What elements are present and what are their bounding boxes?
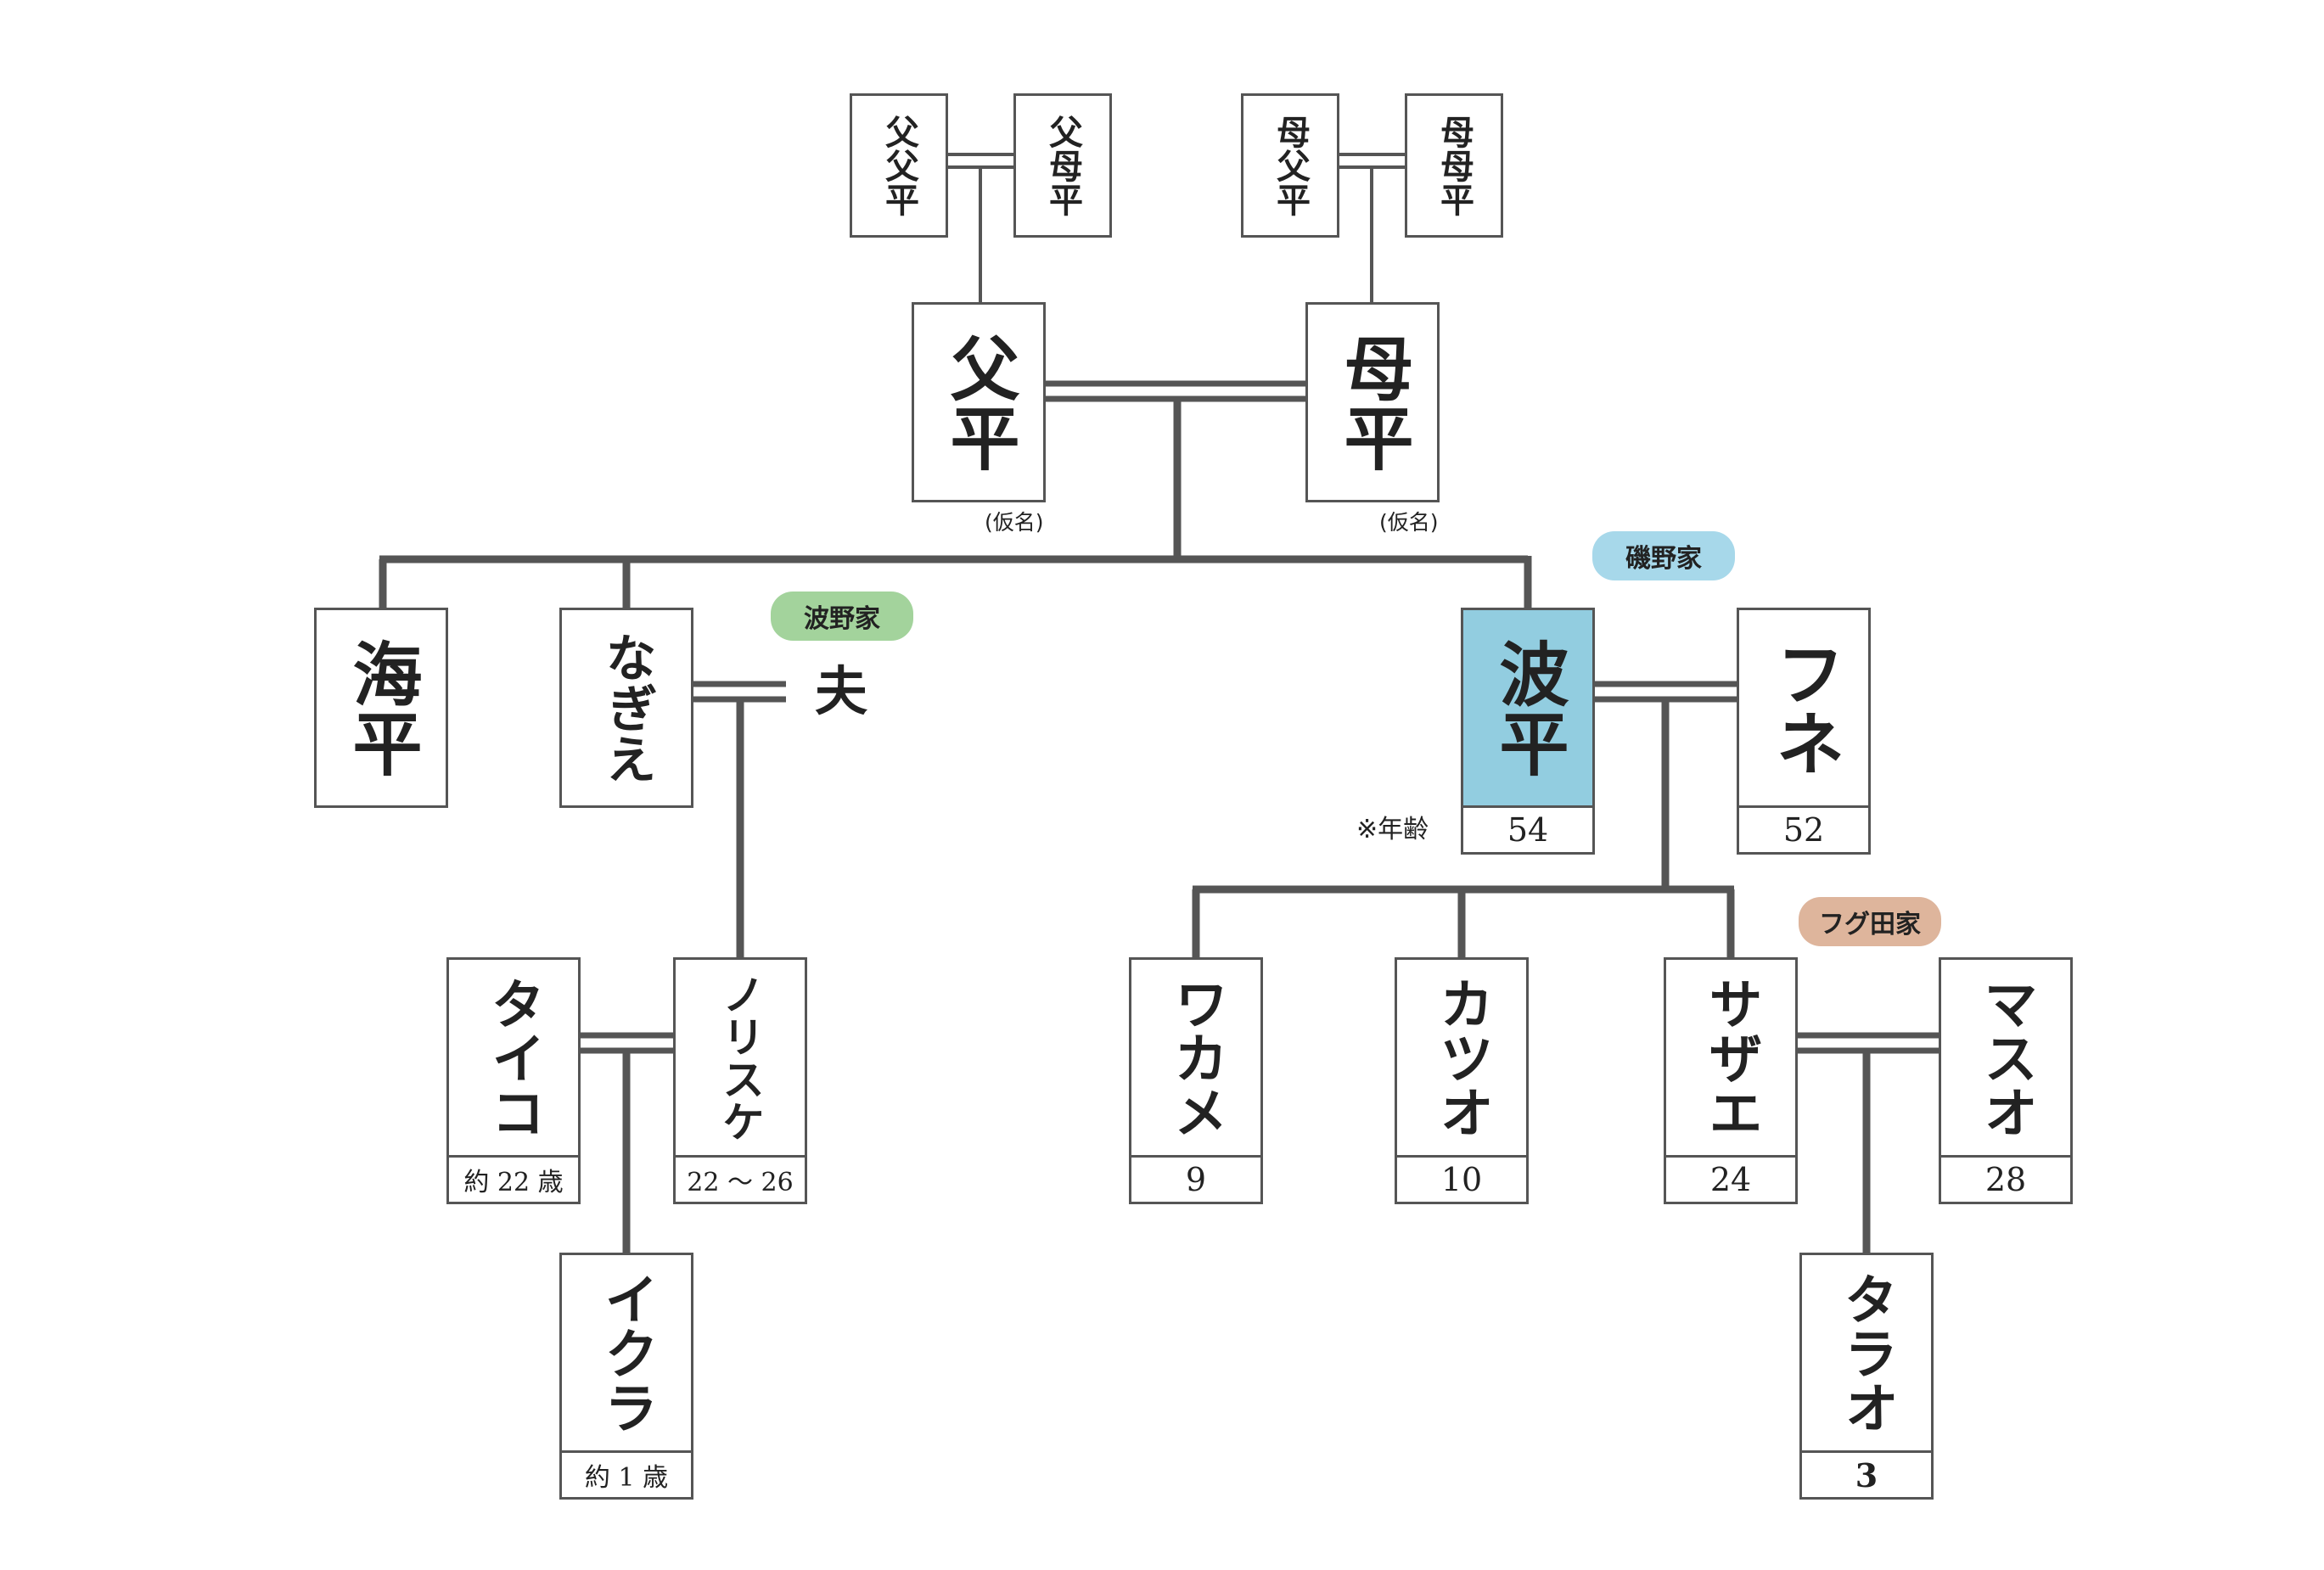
person-box-chihei: 父平 [912,302,1046,502]
age-cell-fune: 52 [1737,805,1871,855]
person-name-otto: 夫 [814,660,867,722]
person-box-ikura: イクラ [559,1253,693,1453]
family-badge-fuguta: フグ田家 [1799,897,1941,946]
kamei-note-chihei: (仮名) [985,510,1044,535]
person-name: 海平 [340,638,422,777]
family-badge-isono: 磯野家 [1592,531,1735,580]
person-name: 父母平 [1043,115,1083,216]
person-box-katsuo: カツオ [1395,957,1529,1158]
person-name: カツオ [1430,976,1494,1139]
person-name: ノリスケ [716,973,766,1142]
person-box-chichichihei: 父父平 [850,93,948,238]
person-name: マスオ [1974,976,2038,1139]
person-box-norisuke: ノリスケ [673,957,807,1158]
person-box-hahahei: 母平 [1305,302,1440,502]
person-box-kaihei: 海平 [314,608,448,808]
person-name: サザエ [1699,976,1763,1139]
person-box-hahachihei: 母父平 [1241,93,1339,238]
person-box-sazae: サザエ [1664,957,1798,1158]
age-cell-ikura: 約 1 歳 [559,1450,693,1500]
age-cell-taiko: 約 22 歳 [446,1155,581,1204]
person-name: 母母平 [1434,115,1474,216]
age-cell-katsuo: 10 [1395,1155,1529,1204]
person-name: 母平 [1332,333,1413,472]
person-box-namihei: 波平 [1461,608,1595,808]
person-name: タイコ [482,976,546,1139]
age-cell-sazae: 24 [1664,1155,1798,1204]
person-name: 波平 [1487,638,1569,777]
person-name: なぎえ [597,631,656,784]
person-name: 父平 [938,333,1019,472]
person-box-wakame: ワカメ [1129,957,1263,1158]
person-name: 父父平 [879,115,919,216]
person-box-nagie: なぎえ [559,608,693,808]
age-cell-tarao: 3 [1799,1450,1934,1500]
person-box-fune: フネ [1737,608,1871,808]
person-box-masuo: マスオ [1939,957,2073,1158]
age-cell-norisuke: 22 ～ 26 [673,1155,807,1204]
family-badge-namino: 波野家 [771,592,913,641]
person-name: ワカメ [1165,976,1228,1139]
person-name: 母父平 [1271,115,1311,216]
age-cell-wakame: 9 [1129,1155,1263,1204]
person-box-taiko: タイコ [446,957,581,1158]
person-box-tarao: タラオ [1799,1253,1934,1453]
person-name: イクラ [595,1271,659,1434]
age-cell-masuo: 28 [1939,1155,2073,1204]
person-box-hahahahahei: 母母平 [1405,93,1503,238]
person-name: フネ [1763,638,1844,777]
person-name: タラオ [1835,1271,1899,1434]
age-cell-namihei: 54 [1461,805,1595,855]
age-note: ※年齢 [1356,815,1429,844]
kamei-note-hahahei: (仮名) [1379,510,1439,535]
person-box-chihahahei: 父母平 [1013,93,1112,238]
